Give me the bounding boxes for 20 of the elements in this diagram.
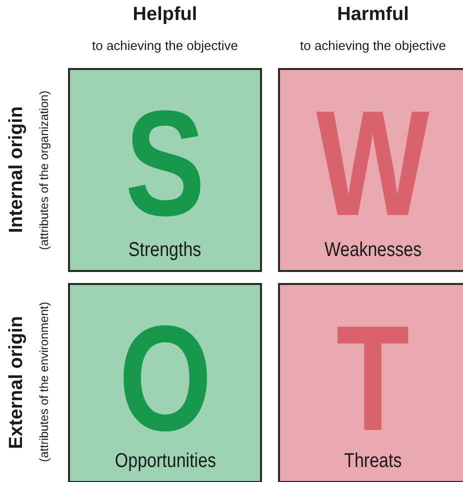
opportunities-quadrant [68,283,262,482]
row-subheading: (attributes of the organization) [37,89,51,252]
row-heading: Internal origin [6,106,28,236]
row-heading: External origin [6,314,28,451]
quadrant-letter: T [335,303,411,453]
column-subheading: to achieving the objective [91,38,239,53]
quadrant-letter: W [315,88,431,238]
quadrant-letter: O [118,303,212,453]
weaknesses-quadrant [278,68,463,272]
quadrant-letter: S [124,88,206,238]
column-heading: Harmful [336,4,410,26]
quadrant-title: Weaknesses [323,239,422,262]
quadrant-title: Strengths [128,239,202,262]
column-heading: Helpful [132,4,198,26]
column-subheading: to achieving the objective [299,38,447,53]
strengths-quadrant [68,68,262,272]
threats-quadrant [278,283,463,482]
quadrant-title: Threats [343,450,403,473]
quadrant-title: Opportunities [113,450,217,473]
row-subheading: (attributes of the environment) [37,300,51,464]
